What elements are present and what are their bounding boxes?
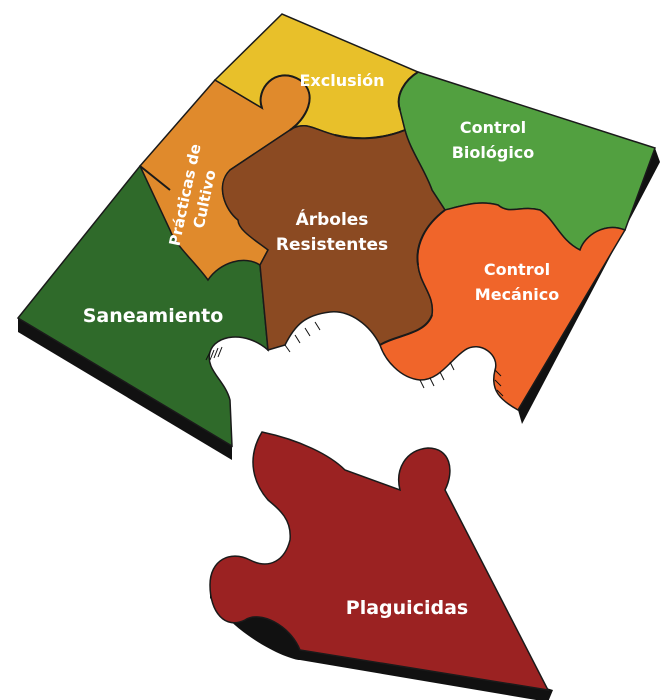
piece-plaguicidas — [209, 431, 550, 691]
label-control-bio-1: Control — [460, 118, 526, 137]
label-arboles-1: Árboles — [296, 208, 369, 230]
label-control-mec-2: Mecánico — [475, 285, 559, 304]
label-exclusion: Exclusión — [300, 71, 385, 90]
label-arboles-2: Resistentes — [276, 235, 388, 255]
seam-lines — [139, 71, 446, 346]
label-saneamiento: Saneamiento — [83, 305, 224, 327]
board-edge — [18, 318, 232, 460]
label-control-bio-2: Biológico — [452, 143, 535, 162]
label-control-mec-1: Control — [484, 260, 550, 279]
slot-hatching — [205, 321, 504, 397]
label-plaguicidas: Plaguicidas — [346, 597, 468, 619]
piece-control-mec — [379, 202, 627, 412]
